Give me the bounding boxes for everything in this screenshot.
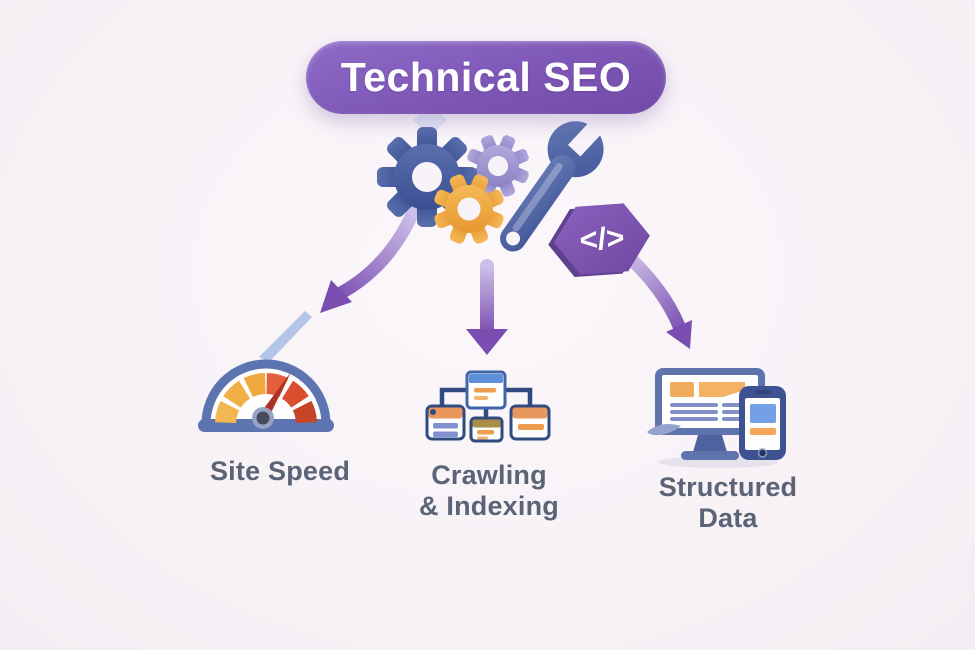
crawling-text-line1: Crawling <box>431 460 547 490</box>
swoosh-decor <box>647 424 681 436</box>
code-hexagon-icon: </> <box>548 203 650 278</box>
crawling-text-line2: & Indexing <box>418 491 559 521</box>
speed-streak <box>259 311 312 362</box>
wrench-icon <box>500 111 612 252</box>
label-crawling-indexing: Crawling & Indexing <box>389 460 589 522</box>
speedometer-icon <box>198 311 334 432</box>
sitemap-icon <box>425 370 551 443</box>
arrow-to-site-speed <box>320 203 421 313</box>
structured-text-line1: Structured <box>658 472 798 502</box>
label-site-speed: Site Speed <box>170 456 390 487</box>
title-banner: Technical SEO <box>306 41 666 114</box>
gear-icon-orange <box>434 174 504 244</box>
label-structured-data: Structured Data <box>628 472 828 534</box>
site-speed-text: Site Speed <box>209 456 351 486</box>
page-title: Technical SEO <box>340 54 632 100</box>
structured-text-line2: Data <box>698 503 758 533</box>
arrow-to-structured <box>620 248 692 349</box>
devices-icon <box>647 368 786 468</box>
code-glyph: </> <box>578 220 625 258</box>
arrow-to-crawling <box>466 259 508 355</box>
phone-icon <box>739 386 786 460</box>
monitor-icon <box>647 368 765 460</box>
